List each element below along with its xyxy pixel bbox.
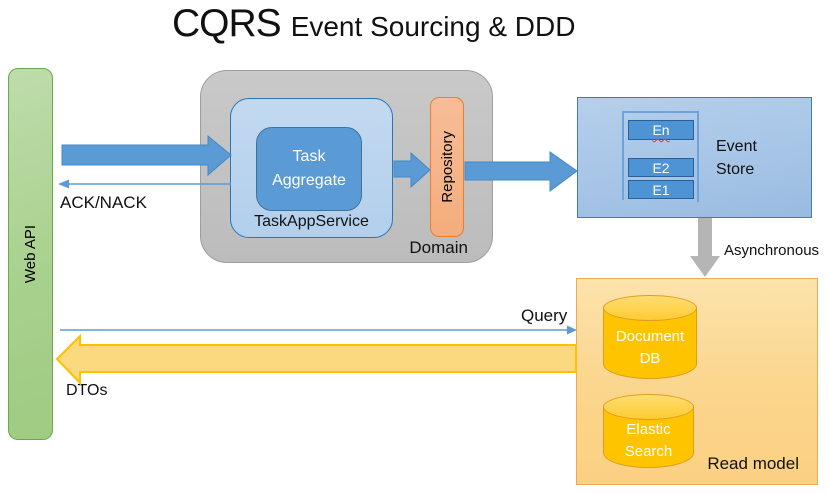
cylinder-top [603,394,694,420]
document-db-node: Document DB [603,295,697,379]
domain-label: Domain [409,238,468,257]
event-store-label: Event Store [716,138,757,178]
task-aggregate-label: Task Aggregate [272,148,346,189]
event-item-en: En [628,120,694,140]
dtos-label: DTOs [66,382,108,399]
repository-label: Repository [438,131,456,203]
event-store-node: En E2 E1 Event Store [577,97,812,218]
ack-nack-label: ACK/NACK [60,193,147,212]
repository-node: Repository [430,97,464,237]
dtos-arrow [55,333,577,386]
event-en-label: En [652,122,670,138]
asynchronous-label: Asynchronous [724,242,820,259]
event-item-e2: E2 [628,158,694,177]
event-e1-label: E1 [652,182,670,198]
document-db-label: Document DB [615,327,685,368]
event-stack-bracket [622,111,699,202]
event-item-e1: E1 [628,180,694,199]
task-app-service-label: TaskAppService [254,213,369,230]
title-main: CQRS [172,2,282,45]
title-subtitle: Event Sourcing & DDD [290,11,576,42]
cylinder-top [603,295,697,321]
asynchronous-arrow [690,218,720,277]
elastic-search-label: Elastic Search [624,420,673,461]
elastic-search-node: Elastic Search [603,394,694,468]
ack-nack-arrowhead [58,179,69,189]
read-model-label: Read model [707,454,799,473]
event-e2-label: E2 [652,160,670,176]
task-aggregate-node: Task Aggregate [256,127,362,211]
web-api-label: Web API [22,224,39,284]
web-api-node: Web API [8,68,53,440]
query-label: Query [521,306,568,325]
page-title: CQRS Event Sourcing & DDD [172,2,575,46]
